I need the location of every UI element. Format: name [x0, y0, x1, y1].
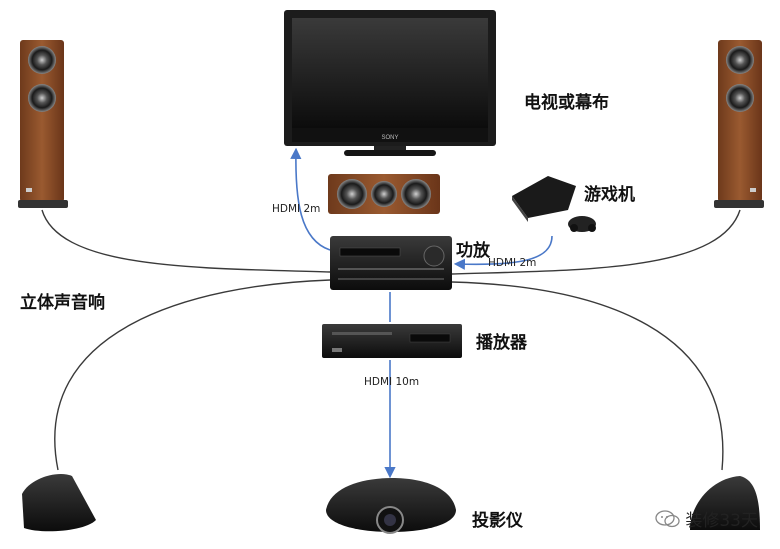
amplifier-device: [330, 236, 452, 290]
game-console: [512, 176, 596, 232]
arrow-to-tv: [290, 147, 331, 251]
rear-right-speaker: [690, 476, 760, 530]
wechat-icon: [655, 509, 681, 527]
projector-label: 投影仪: [472, 511, 523, 531]
cable-left-front: [41, 209, 331, 273]
speaker-cables: [41, 209, 741, 471]
player-device: [322, 324, 462, 358]
left-tower-speaker: [18, 40, 68, 208]
cable-right-rear: [451, 281, 724, 471]
cable-right-front: [451, 209, 741, 275]
right-tower-speaker: [714, 40, 764, 208]
arrow-from-game: [453, 235, 553, 270]
tv-device: SONY: [284, 10, 496, 156]
watermark: 装修33天: [655, 506, 758, 531]
signal-arrows: [290, 147, 553, 479]
game-console-label: 游戏机: [584, 185, 635, 205]
tv-brand: SONY: [381, 135, 398, 141]
watermark-text: 装修33天: [685, 511, 758, 531]
game-cable-label: HDMI 2m: [488, 257, 537, 269]
surround-sound-label: 立体声音响: [20, 293, 105, 313]
rear-left-speaker: [22, 474, 96, 532]
amplifier-label: 功放: [456, 241, 490, 261]
projector-device: [326, 478, 456, 534]
projector-cable-label: HDMI 10m: [364, 376, 420, 388]
player-label: 播放器: [476, 333, 527, 353]
cable-left-rear: [54, 279, 331, 471]
tv-label: 电视或幕布: [524, 93, 609, 113]
tv-cable-label: HDMI 2m: [272, 203, 321, 215]
center-speaker: [328, 174, 440, 214]
